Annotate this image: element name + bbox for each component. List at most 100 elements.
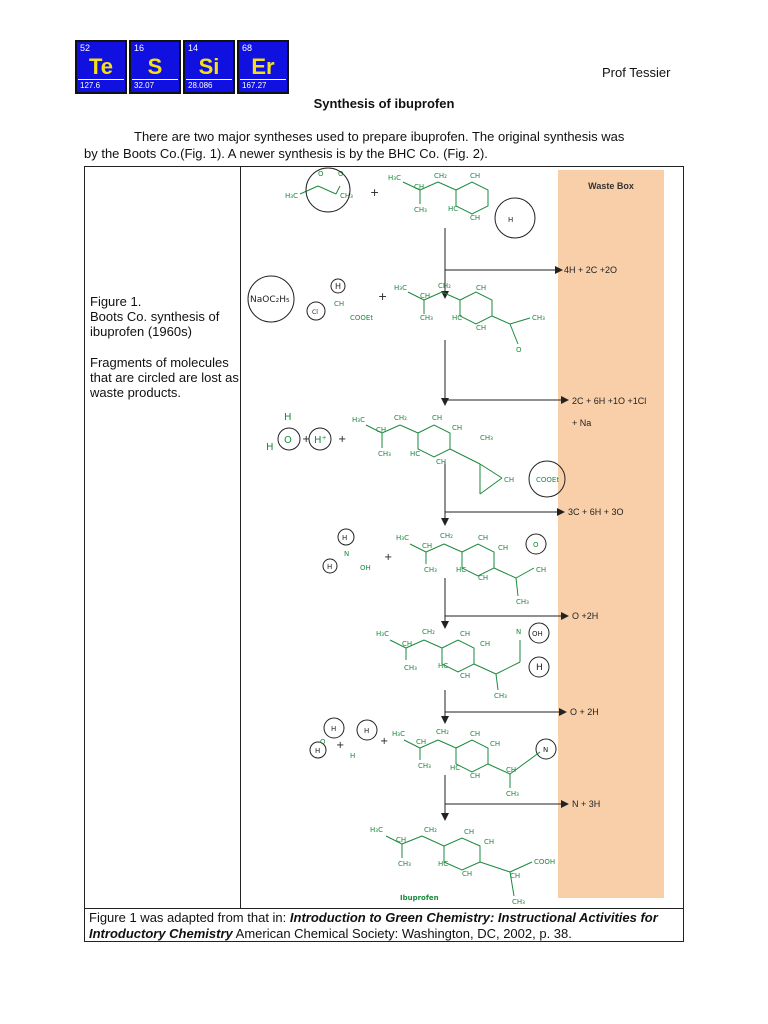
waste-item: 4H + 2C +2O — [564, 265, 618, 275]
svg-text:CH: CH — [402, 640, 412, 648]
svg-text:Cl: Cl — [312, 309, 318, 316]
svg-text:H₃C: H₃C — [392, 730, 405, 738]
svg-text:H: H — [342, 534, 347, 542]
svg-text:H: H — [350, 752, 355, 760]
svg-text:CH₂: CH₂ — [440, 532, 453, 540]
svg-text:CH: CH — [470, 772, 480, 780]
svg-text:CH: CH — [476, 324, 486, 332]
svg-text:CH: CH — [452, 424, 462, 432]
svg-text:CH: CH — [414, 183, 424, 191]
svg-text:CH: CH — [504, 476, 514, 484]
svg-text:CH₃: CH₃ — [424, 566, 437, 574]
waste-item: N + 3H — [572, 799, 601, 809]
svg-text:OH: OH — [532, 630, 543, 638]
row-divider — [84, 908, 684, 909]
waste-item: + Na — [572, 418, 592, 428]
atomic-number: 68 — [242, 43, 253, 53]
waste-box — [558, 170, 664, 898]
element-symbol: Er — [251, 54, 275, 79]
svg-text:H: H — [327, 563, 332, 571]
svg-text:H⁺: H⁺ — [314, 435, 327, 446]
svg-text:CH: CH — [470, 214, 480, 222]
svg-text:CH: CH — [422, 542, 432, 550]
svg-text:CH: CH — [490, 740, 500, 748]
svg-text:+: + — [336, 740, 344, 751]
caption-line-1: Figure 1.Boots Co. synthesis of ibuprofe… — [90, 294, 220, 339]
waste-item: O + 2H — [570, 707, 599, 717]
waste-item: 3C + 6H + 3O — [568, 507, 624, 517]
figure-table — [84, 166, 684, 942]
svg-text:N: N — [543, 746, 548, 754]
svg-text:CH: CH — [476, 284, 486, 292]
svg-text:O: O — [533, 541, 539, 549]
svg-text:CH₂: CH₂ — [394, 414, 407, 422]
svg-text:+: + — [302, 434, 310, 445]
svg-text:HC: HC — [452, 314, 462, 322]
svg-text:CH: CH — [416, 738, 426, 746]
svg-text:CH₂: CH₂ — [434, 172, 447, 180]
svg-text:+: + — [338, 434, 346, 445]
svg-text:HC: HC — [438, 860, 448, 868]
svg-text:H₃C: H₃C — [394, 284, 407, 292]
svg-text:+: + — [384, 552, 392, 563]
svg-text:CH: CH — [484, 838, 494, 846]
svg-text:H₃C: H₃C — [388, 174, 401, 182]
svg-text:CH: CH — [478, 574, 488, 582]
credit-book-title: Introduction to Green Chemistry: Instruc… — [89, 910, 658, 941]
svg-text:+: + — [378, 290, 387, 303]
svg-text:NaOC₂H₅: NaOC₂H₅ — [250, 295, 290, 305]
svg-text:N: N — [344, 550, 349, 558]
atomic-number: 16 — [134, 43, 145, 53]
svg-text:OH: OH — [360, 564, 371, 572]
svg-text:CH₃: CH₃ — [516, 598, 529, 606]
svg-text:CH₂: CH₂ — [422, 628, 435, 636]
element-symbol: Si — [198, 54, 220, 79]
svg-text:H₃C: H₃C — [285, 192, 298, 200]
svg-text:+: + — [370, 186, 379, 199]
column-divider — [240, 166, 241, 908]
svg-text:CH₃: CH₃ — [532, 314, 545, 322]
svg-text:H: H — [284, 412, 292, 423]
figure-caption: Figure 1.Boots Co. synthesis of ibuprofe… — [90, 294, 240, 416]
svg-text:HC: HC — [410, 450, 420, 458]
svg-text:CH: CH — [478, 534, 488, 542]
svg-text:H: H — [364, 727, 369, 735]
product-label: Ibuprofen — [400, 894, 439, 902]
svg-text:O: O — [338, 170, 344, 178]
svg-text:CH: CH — [470, 730, 480, 738]
svg-text:H: H — [331, 725, 336, 733]
figure-credit: Figure 1 was adapted from that in: Intro… — [89, 910, 679, 942]
element-tile-si: 14 Si 28.086 — [183, 40, 235, 94]
svg-text:CH: CH — [506, 766, 516, 774]
svg-text:CH₃: CH₃ — [378, 450, 391, 458]
svg-text:H: H — [266, 442, 274, 453]
svg-text:CH: CH — [498, 544, 508, 552]
svg-text:CH₃: CH₃ — [494, 692, 507, 700]
svg-text:COOH: COOH — [534, 858, 555, 866]
caption-line-2: Fragments of molecules that are circled … — [90, 355, 239, 400]
svg-text:CH: CH — [510, 872, 520, 880]
svg-text:H₃C: H₃C — [376, 630, 389, 638]
element-symbol: S — [147, 54, 163, 79]
svg-text:CH₃: CH₃ — [512, 898, 525, 906]
waste-item: 2C + 6H +1O +1Cl — [572, 396, 647, 406]
svg-text:H: H — [315, 747, 320, 755]
intro-line-2: by the Boots Co.(Fig. 1). A newer synthe… — [84, 146, 488, 161]
waste-box-title: Waste Box — [588, 181, 634, 191]
svg-text:H₃C: H₃C — [396, 534, 409, 542]
svg-text:O: O — [284, 435, 292, 446]
svg-text:CH₃: CH₃ — [420, 314, 433, 322]
atomic-mass: 127.6 — [78, 79, 124, 91]
svg-text:HC: HC — [438, 662, 448, 670]
svg-text:CH: CH — [396, 836, 406, 844]
element-tile-s: 16 S 32.07 — [129, 40, 181, 94]
svg-text:CH₃: CH₃ — [506, 790, 519, 798]
atomic-mass: 167.27 — [240, 79, 286, 91]
svg-text:H: H — [335, 282, 341, 291]
svg-text:CH₃: CH₃ — [418, 762, 431, 770]
svg-text:N: N — [516, 628, 521, 636]
svg-text:CH₂: CH₂ — [438, 282, 451, 290]
svg-text:CH: CH — [376, 426, 386, 434]
step1-molecules: H₃C O O CH₃ H₃C CH CH₂ CH₃ CH HC CH H — [285, 170, 513, 224]
svg-text:H: H — [536, 663, 543, 673]
